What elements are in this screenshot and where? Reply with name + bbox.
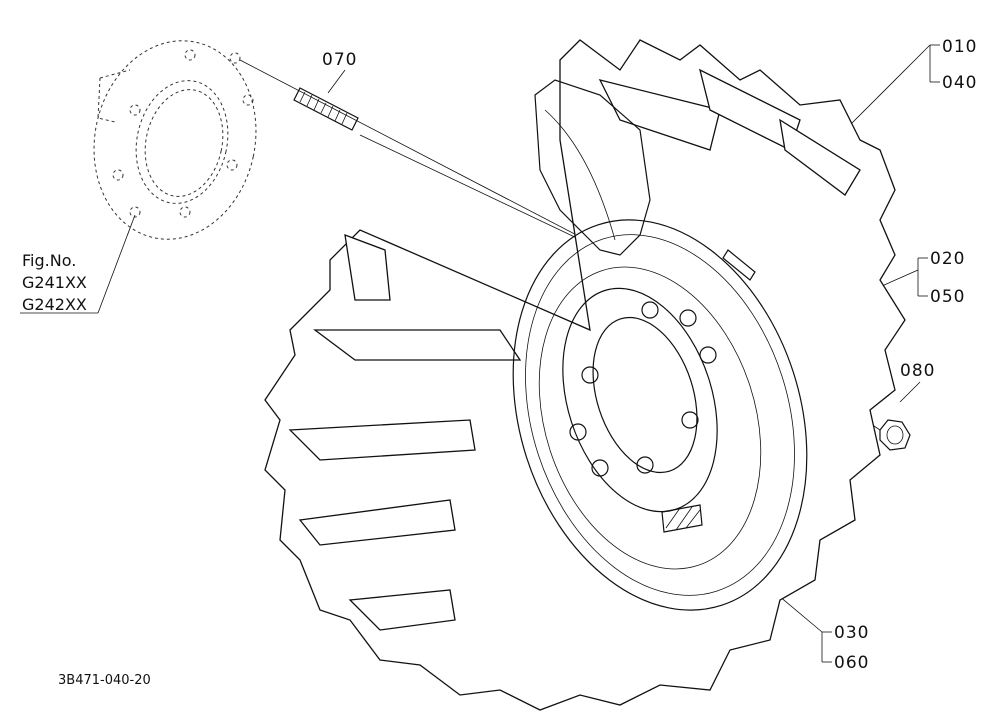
tractor-tire xyxy=(264,39,906,711)
callout-020: 020 xyxy=(930,249,965,269)
callout-050: 050 xyxy=(930,287,965,307)
axle-hub-flange xyxy=(93,40,257,240)
callout-060: 060 xyxy=(834,653,869,673)
fig-ref-number-2: G242XX xyxy=(22,295,87,314)
wheel-nut xyxy=(879,419,911,451)
drawing-number: 3B471-040-20 xyxy=(58,673,151,688)
callout-070: 070 xyxy=(322,50,357,70)
callout-010: 010 xyxy=(942,37,977,57)
fig-ref-number-1: G241XX xyxy=(22,273,87,292)
stud-bolt xyxy=(293,87,359,131)
callout-030: 030 xyxy=(834,623,869,643)
callout-040: 040 xyxy=(942,73,977,93)
fig-ref-label: Fig.No. xyxy=(22,251,76,270)
callout-080: 080 xyxy=(900,361,935,381)
wheel-rim xyxy=(512,219,808,611)
